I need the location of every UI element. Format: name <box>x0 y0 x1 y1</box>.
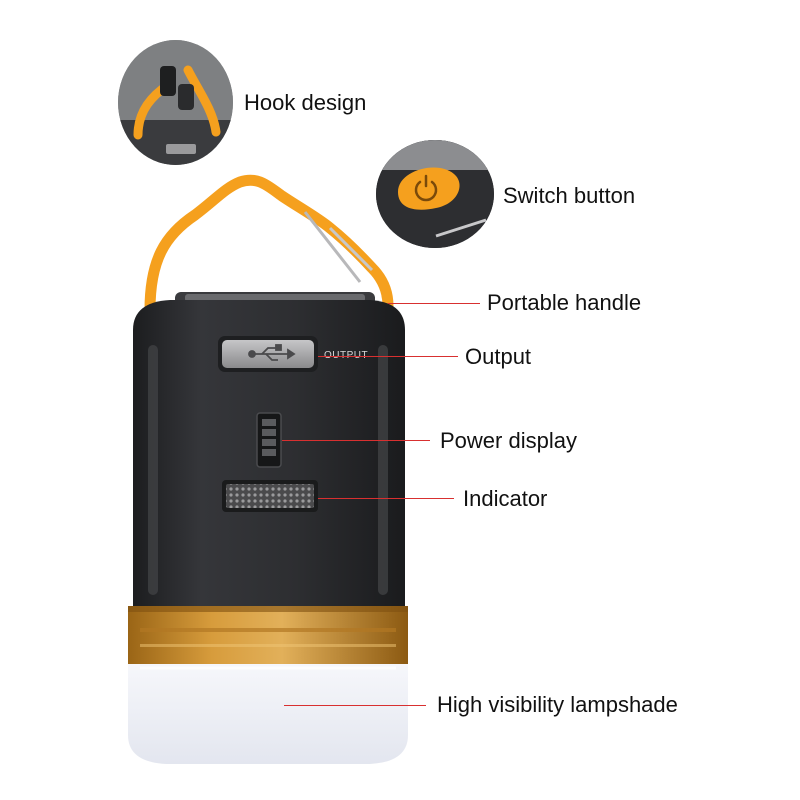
usb-icon <box>248 344 296 361</box>
output-port-text: OUTPUT <box>324 350 368 361</box>
gold-band <box>128 606 408 666</box>
power-icon <box>414 174 438 202</box>
led-indicator <box>222 480 318 512</box>
indicator-leader-line <box>318 498 454 499</box>
hook-design-label: Hook design <box>244 90 367 115</box>
output-leader-line <box>318 356 458 357</box>
lampshade-label: High visibility lampshade <box>437 692 678 717</box>
indicator-label: Indicator <box>463 486 548 511</box>
power-display-label: Power display <box>440 428 577 453</box>
portable-handle <box>144 174 394 316</box>
hook-design-inset <box>118 40 233 165</box>
lampshade <box>128 664 408 764</box>
output-label: Output <box>465 344 532 369</box>
hook-closeup-image <box>118 40 233 165</box>
switch-button-inset <box>376 140 494 248</box>
lampshade-leader-line <box>284 705 426 706</box>
usb-output-port <box>218 336 318 372</box>
switch-button-label: Switch button <box>503 183 636 208</box>
portable-handle-label: Portable handle <box>487 290 642 315</box>
power-leader-line <box>282 440 430 441</box>
switch-closeup-image <box>376 140 494 248</box>
power-display <box>256 412 282 468</box>
handle-leader-line <box>388 303 480 304</box>
